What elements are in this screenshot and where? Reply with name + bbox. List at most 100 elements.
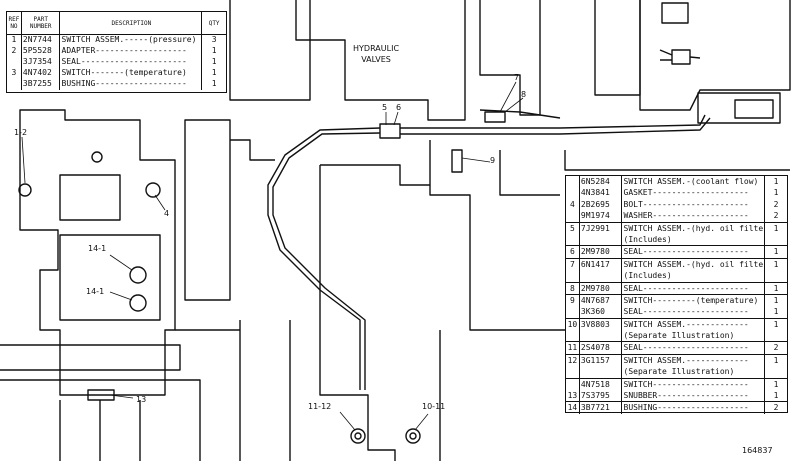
- cell-qty: [765, 234, 787, 245]
- cell-qty: 1: [211, 79, 217, 88]
- cell-ref-no: [566, 270, 580, 282]
- cell-ref-no: [566, 378, 580, 391]
- switch-part: [671, 49, 691, 65]
- frame-outline: [320, 164, 430, 186]
- switch-part: [91, 151, 103, 163]
- switch-part: [379, 123, 401, 139]
- switch-part: [354, 432, 362, 440]
- cell-part-number: 2M9780: [580, 246, 622, 258]
- cell-qty: 1: [773, 355, 779, 365]
- cell-ref-no: [566, 306, 580, 318]
- cell-qty: 1: [211, 57, 217, 66]
- cell-part-number: 4N7402: [22, 68, 60, 79]
- cell-ref-no: [566, 187, 580, 199]
- cab-outline: [639, 0, 791, 111]
- cell-qty: 1: [773, 295, 779, 305]
- cell-ref-no: [7, 57, 22, 68]
- table-row: (Includes): [566, 233, 787, 246]
- cell-description: BOLT----------------------: [622, 198, 766, 211]
- switch-part: [484, 111, 506, 123]
- cell-description: BUSHING-------------------: [60, 79, 203, 90]
- cell-ref-no: 7: [566, 258, 580, 271]
- cell-ref-no: 14: [566, 402, 580, 414]
- cell-ref-no: 2: [7, 46, 22, 57]
- indicator-panel-inner: [734, 99, 774, 119]
- cell-description: (Includes): [622, 233, 766, 246]
- switch-part: [350, 428, 366, 444]
- cell-description: SWITCH ASSEM.-------------: [622, 354, 766, 367]
- frame-outline: [469, 300, 565, 331]
- switch-part: [145, 182, 161, 198]
- side-window: [661, 2, 689, 24]
- cell-ref-no: 3: [7, 68, 22, 79]
- cell-qty: 1: [211, 46, 217, 55]
- cell-ref-no: [566, 366, 580, 378]
- switch-part: [451, 149, 463, 173]
- cell-ref-no: 5: [566, 222, 580, 234]
- cell-qty: 1: [773, 188, 779, 198]
- hydraulic-line: [272, 132, 381, 390]
- header-part-number: PART NUMBER: [22, 12, 60, 34]
- cell-ref-no: 4: [566, 198, 580, 211]
- table-header: REF NO PART NUMBER DESCRIPTION QTY: [7, 12, 226, 35]
- callout-10-11: 10-11: [422, 402, 446, 411]
- leader-line: [109, 291, 133, 301]
- cell-description: (Separate Illustration): [622, 330, 766, 342]
- cell-description: SWITCH---------(temperature): [622, 294, 766, 307]
- cell-description: SWITCH ASSEM.-(coolant flow): [622, 176, 766, 188]
- cell-qty: 2: [773, 403, 779, 413]
- leader-line: [461, 157, 491, 163]
- leader-line: [414, 413, 429, 431]
- switch-part: [87, 389, 115, 401]
- hydraulic-line: [400, 117, 711, 135]
- cell-part-number: 2N7744: [22, 35, 60, 46]
- cell-description: SWITCH ASSEM.-----(pressure): [60, 35, 203, 46]
- cell-ref-no: [566, 210, 580, 222]
- frame-outline: [295, 0, 466, 121]
- callout-9: 9: [490, 156, 496, 165]
- cell-part-number: [580, 270, 622, 282]
- cell-qty: 3: [211, 35, 217, 44]
- cell-description: SEAL----------------------: [622, 342, 766, 354]
- frame-outline: [564, 150, 790, 171]
- cell-part-number: 6N5284: [580, 176, 622, 188]
- table-row: (Separate Illustration): [566, 366, 787, 378]
- table-row: (Separate Illustration): [566, 330, 787, 342]
- cell-description: WASHER--------------------: [622, 210, 766, 222]
- cell-part-number: 7S3795: [580, 390, 622, 402]
- callout-5: 5: [382, 103, 388, 112]
- cell-description: (Separate Illustration): [622, 366, 766, 378]
- cell-part-number: 4N7687: [580, 294, 622, 307]
- cell-ref-no: 8: [566, 282, 580, 294]
- frame-outline: [594, 0, 641, 96]
- cell-qty: 1: [773, 259, 779, 269]
- cell-part-number: 4N7518: [580, 378, 622, 391]
- cell-qty: 1: [773, 223, 779, 233]
- cell-ref-no: 13: [566, 390, 580, 402]
- frame-outline: [319, 165, 396, 461]
- cell-description: ADAPTER-------------------: [60, 46, 203, 57]
- engine-outline: [0, 344, 181, 371]
- cell-ref-no: [566, 176, 580, 188]
- callout-14-1-a: 14-1: [88, 244, 107, 253]
- cell-description: SEAL----------------------: [622, 282, 766, 294]
- callout-1-2: 1-2: [14, 128, 28, 137]
- cell-ref-no: 1: [7, 35, 22, 46]
- hydraulic-line: [400, 114, 706, 129]
- leader-line: [154, 194, 166, 211]
- cell-description: SWITCH-------(temperature): [60, 68, 203, 79]
- cell-part-number: 7J2991: [580, 222, 622, 234]
- figure-number: 164837: [742, 446, 773, 455]
